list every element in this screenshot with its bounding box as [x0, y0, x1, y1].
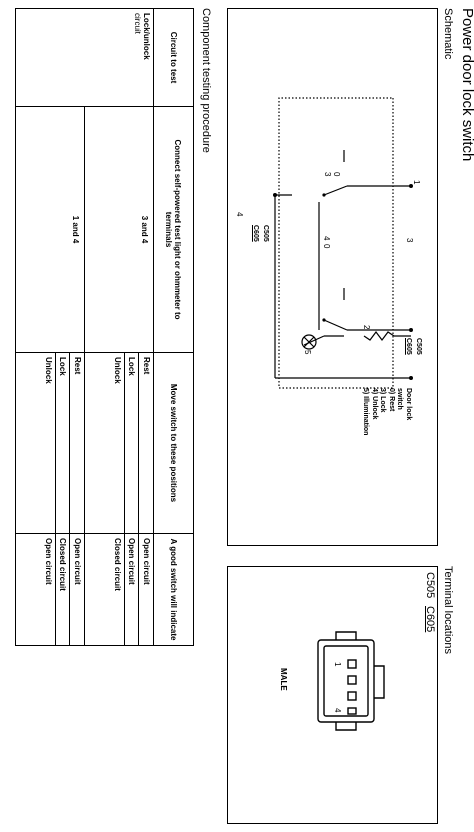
terminal-gender: MALE: [279, 668, 288, 691]
result-row: Open circuit: [69, 534, 84, 645]
testing-heading: Component testing procedure: [200, 8, 212, 153]
positions-cell: Rest Lock Unlock: [15, 352, 85, 534]
col-header-result: A good switch will indicate: [153, 533, 194, 646]
col-header-circuit: Circuit to test: [153, 8, 194, 107]
terminal-pin-1-label: 1: [333, 662, 342, 667]
terminals-cell: 3 and 4: [84, 106, 154, 353]
circuit-name-suffix: circuit: [133, 13, 142, 34]
result-row: Open circuit: [123, 534, 139, 645]
circuit-cell: Lock/unlock circuit: [15, 8, 154, 107]
terminals-cell: 1 and 4: [15, 106, 85, 353]
result-row: Open circuit: [138, 534, 153, 645]
results-cell: Open circuit Open circuit Closed circuit: [84, 533, 154, 646]
circuit-name: Lock/unlock: [142, 13, 151, 60]
position-row: Rest: [138, 353, 153, 533]
col-header-terminals: Connect self-powered test light or ohmme…: [153, 106, 194, 353]
testing-table: Circuit to test Connect self-powered tes…: [15, 8, 194, 646]
results-cell: Open circuit Closed circuit Open circuit: [15, 533, 85, 646]
position-row: Unlock: [112, 357, 122, 384]
position-row: Rest: [69, 353, 84, 533]
position-row: Lock: [54, 353, 70, 533]
result-row: Closed circuit: [54, 534, 70, 645]
positions-cell: Rest Lock Unlock: [84, 352, 154, 534]
position-row: Unlock: [43, 357, 53, 384]
result-row: Open circuit: [43, 538, 53, 585]
terminal-pin-4-label: 4: [333, 708, 342, 713]
col-header-positions: Move switch to these positions: [153, 352, 194, 534]
position-row: Lock: [123, 353, 139, 533]
result-row: Closed circuit: [112, 538, 122, 591]
